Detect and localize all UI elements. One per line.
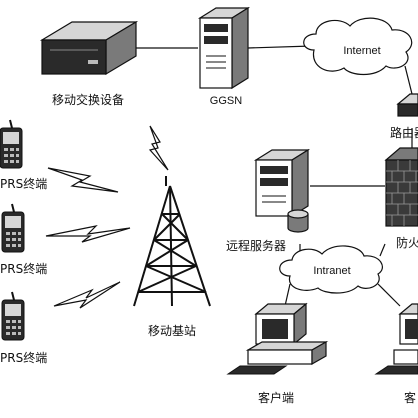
ggsn-bay-1 [204, 24, 228, 32]
gprs-terminal-1 [0, 119, 23, 169]
signal-terminal-1 [47, 167, 119, 193]
server-side [291, 148, 309, 218]
terminal-1-antenna [9, 119, 13, 129]
tower-left-leg [133, 185, 171, 307]
switch-label: 移动交换设备 [52, 92, 124, 107]
wireless-signals [45, 125, 169, 309]
client-right-screen [405, 319, 418, 339]
router-front [397, 103, 418, 117]
client-left-label: 客户端 [258, 390, 294, 405]
terminal-2-screen [5, 216, 21, 228]
connections [132, 45, 413, 307]
signal-terminal-2 [45, 225, 131, 243]
terminal-2-antenna [11, 203, 15, 213]
client-right-monitor-top [398, 303, 418, 315]
base-station-tower [133, 176, 211, 307]
client-left-screen [262, 319, 288, 339]
client-right-case [393, 349, 418, 365]
client-right-keyboard [374, 365, 418, 375]
remote-server-label: 远程服务器 [226, 238, 286, 253]
internet-label: Internet [343, 45, 380, 57]
remote-server [253, 148, 311, 233]
database-top [287, 209, 309, 219]
link-intranet-firewall [379, 243, 386, 257]
client-left-case-side [311, 340, 327, 366]
firewall-label: 防火 [396, 235, 418, 250]
gprs-terminal-1-label: PRS终端 [0, 176, 47, 191]
tower-center-leg [169, 185, 173, 307]
client-right-label: 客 [404, 390, 416, 405]
switch-front [41, 39, 107, 75]
server-bay-2 [260, 178, 288, 186]
link-intranet-client-right [377, 283, 401, 307]
firewall-top [384, 147, 418, 161]
gprs-terminal-3 [1, 291, 25, 341]
router-device [396, 93, 418, 117]
server-bay-1 [260, 166, 288, 174]
tower-brace-1 [161, 213, 189, 241]
terminal-3-screen [5, 304, 21, 316]
firewall [384, 147, 418, 227]
terminal-3-antenna [11, 291, 15, 301]
terminal-3-keys [6, 320, 21, 335]
link-ggsn-internet [247, 45, 313, 49]
gprs-terminal-2-label: PRS终端 [0, 261, 47, 276]
client-left-pc [226, 302, 329, 375]
tower-brace-2 [153, 213, 181, 241]
ggsn-side [231, 6, 249, 90]
router-label: 路由器 [390, 125, 418, 140]
intranet-cloud [279, 245, 383, 294]
router-top [396, 93, 418, 105]
tower-brace-6 [137, 265, 197, 293]
internet-cloud [303, 17, 413, 76]
link-internet-router [404, 65, 413, 95]
tower-brace-3 [153, 239, 197, 267]
base-station-label: 移动基站 [148, 324, 196, 338]
client-left-case [247, 349, 313, 365]
client-left-keyboard [226, 365, 288, 375]
gprs-terminal-2 [1, 203, 25, 253]
intranet-label: Intranet [313, 265, 350, 277]
firewall-bricks [386, 160, 418, 226]
ggsn-bay-2 [204, 36, 228, 44]
gprs-terminal-3-label: PRS终端 [0, 350, 47, 365]
client-right-pc [374, 303, 418, 375]
signal-terminal-3 [53, 281, 121, 309]
intranet-cloud-shape [279, 245, 383, 294]
ggsn-label: GGSN [210, 95, 242, 107]
tower-right-leg [169, 185, 211, 307]
database-body [287, 214, 309, 233]
switch-led [88, 60, 98, 64]
internet-cloud-shape [303, 17, 413, 76]
terminal-1-screen [3, 132, 19, 144]
switch-device [39, 20, 139, 76]
ggsn-server [197, 6, 251, 90]
tower-brace-4 [145, 239, 189, 267]
terminal-2-keys [6, 232, 21, 247]
terminal-1-keys [4, 148, 19, 163]
link-intranet-client-left [284, 283, 291, 307]
signal-tower-ggsn [148, 125, 169, 171]
tower-brace-5 [145, 265, 207, 293]
